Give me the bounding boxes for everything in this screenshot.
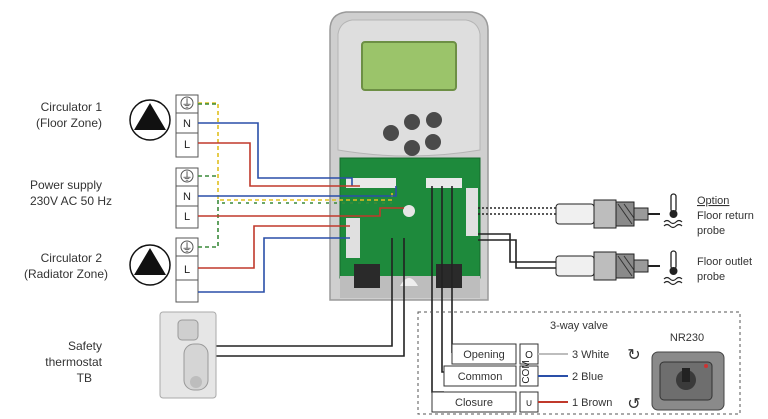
circulator1-terminals: ⏚ N L	[175, 94, 199, 158]
nr230-actuator	[651, 351, 725, 411]
valve-dashed-frame	[417, 311, 741, 415]
return-probe-subtitle: probe	[697, 225, 725, 237]
valve-model: NR230	[670, 332, 704, 344]
safety-title: Safety	[68, 339, 102, 353]
valve-panel	[417, 311, 741, 415]
lcd-screen	[361, 41, 457, 91]
board-terminal-right	[466, 188, 478, 236]
valve-common-box	[443, 365, 517, 387]
earth-symbol-1: ⏚	[182, 97, 193, 110]
white-wire-label: 3 White	[572, 349, 609, 361]
counterclockwise-arrow-icon: ↺	[627, 396, 640, 413]
option-label: Option	[697, 195, 729, 207]
labels: Circulator 1 (Floor Zone) Power supply 2…	[24, 100, 754, 413]
safety-abbrev: TB	[77, 371, 92, 385]
terminal-l-3: L	[184, 264, 190, 276]
control-buttons	[383, 112, 442, 156]
blue-wire-label: 2 Blue	[572, 371, 603, 383]
valve-opening-symbol: O	[525, 350, 533, 361]
floor-return-probe	[555, 199, 660, 229]
wires	[198, 102, 556, 393]
terminal-n-2: N	[183, 191, 191, 203]
circulator1-subtitle: (Floor Zone)	[36, 116, 102, 130]
floor-outlet-probe	[555, 251, 660, 281]
brown-wire-label: 1 Brown	[572, 397, 612, 409]
power-title: Power supply	[30, 178, 102, 192]
button-up	[404, 114, 420, 130]
terminal-n-1: N	[183, 118, 191, 130]
power-terminals: ⏚ N L	[175, 167, 199, 229]
board-terminal-left	[346, 218, 360, 258]
pump-icon-2	[129, 244, 171, 286]
safety-subtitle: thermostat	[45, 355, 102, 369]
valve-title: 3-way valve	[550, 320, 608, 332]
thermometer-icon-return	[663, 193, 683, 229]
circulator1-title: Circulator 1	[41, 100, 103, 114]
c2-live-wire	[198, 225, 350, 269]
terminal-l-1: L	[184, 139, 190, 151]
terminal-block-3	[175, 237, 199, 303]
power-subtitle: 230V AC 50 Hz	[30, 194, 112, 208]
valve-closure-symbol: ∪	[525, 398, 532, 409]
controller-unit	[329, 11, 489, 301]
board-terminal-row-2	[426, 178, 462, 188]
c1-live-wire	[198, 142, 360, 187]
outlet-probe-wire-2	[478, 239, 556, 269]
board-screw	[403, 205, 415, 217]
cable-gland-left	[354, 264, 380, 288]
thermometer-icon-outlet	[663, 250, 683, 286]
return-probe-plug	[555, 203, 595, 225]
outlet-probe-wire-1	[478, 233, 556, 263]
earth-symbol-2: ⏚	[182, 170, 193, 183]
valve-opening-box	[451, 343, 517, 365]
circulator2-terminals: ⏚ L	[175, 237, 199, 303]
button-down	[404, 140, 420, 156]
valve-opening-label: Opening	[463, 349, 505, 361]
button-right-up	[426, 112, 442, 128]
safety-wire-1	[216, 238, 393, 347]
valve-closure-box	[431, 391, 517, 413]
power-neutral-wire	[198, 186, 397, 197]
return-probe-title: Floor return	[697, 210, 754, 222]
terminal-block-2	[175, 167, 199, 229]
pump-icon-1	[129, 99, 171, 141]
clockwise-arrow-icon: ↻	[627, 347, 640, 364]
valve-common-symbol: COM	[521, 360, 532, 383]
c2-neutral-wire	[198, 237, 350, 293]
circulator2-title: Circulator 2	[41, 251, 103, 265]
circuit-board	[339, 157, 481, 279]
c1-neutral-wire	[198, 122, 353, 186]
power-live-wire	[198, 207, 404, 217]
safety-thermostat-device	[159, 311, 217, 399]
button-right-down	[425, 134, 441, 150]
valve-common-label: Common	[458, 371, 503, 383]
outlet-probe-subtitle: probe	[697, 271, 725, 283]
earth-wire-green	[198, 200, 219, 248]
circulator2-subtitle: (Radiator Zone)	[24, 267, 108, 281]
terminal-l-2: L	[184, 211, 190, 223]
button-left	[383, 125, 399, 141]
outlet-probe-title: Floor outlet	[697, 256, 752, 268]
terminal-block-1	[175, 94, 199, 158]
cable-gland-right	[436, 264, 462, 288]
board-terminal-row-1	[346, 178, 396, 188]
outlet-probe-plug	[555, 255, 595, 277]
safety-wire-2	[216, 238, 405, 357]
valve-wire-common	[441, 186, 444, 373]
earth-symbol-3: ⏚	[182, 241, 193, 254]
valve-closure-label: Closure	[455, 397, 493, 409]
